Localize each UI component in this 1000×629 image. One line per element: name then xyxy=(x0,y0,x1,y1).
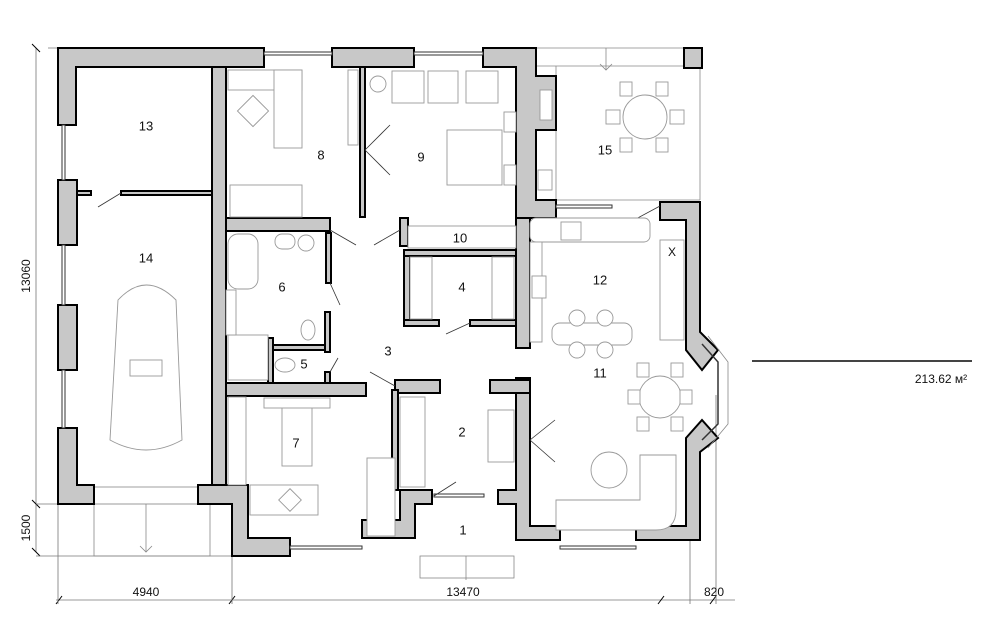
room-label-11: 11 xyxy=(593,365,607,381)
room-label-6: 6 xyxy=(278,279,286,295)
furniture xyxy=(109,69,693,537)
dimension-bottom-house: 13470 xyxy=(446,585,480,599)
room-label-13: 13 xyxy=(138,118,154,134)
room-label-15: 15 xyxy=(597,142,613,158)
room-label-5: 5 xyxy=(300,356,308,372)
room-label-4: 4 xyxy=(458,279,466,295)
room-label-7: 7 xyxy=(292,435,300,451)
room-label-9: 9 xyxy=(417,149,425,165)
room-label-2: 2 xyxy=(458,424,466,440)
total-area: 213.62 м² xyxy=(914,372,968,386)
dimension-bottom-garage: 4940 xyxy=(132,585,160,599)
room-label-12: 12 xyxy=(592,272,608,288)
room-label-14: 14 xyxy=(138,250,154,266)
dimension-left-total: 13060 xyxy=(19,259,33,293)
dimension-bottom-bay: 820 xyxy=(703,585,725,599)
room-label-8: 8 xyxy=(317,147,325,163)
dimension-left-porch: 1500 xyxy=(19,514,33,542)
outline-lines xyxy=(93,47,701,580)
kitchen-marker: X xyxy=(667,245,677,259)
area-divider xyxy=(752,360,972,362)
windows xyxy=(61,51,729,550)
room-label-3: 3 xyxy=(384,343,392,359)
room-label-10: 10 xyxy=(452,230,468,246)
room-label-1: 1 xyxy=(459,522,467,538)
